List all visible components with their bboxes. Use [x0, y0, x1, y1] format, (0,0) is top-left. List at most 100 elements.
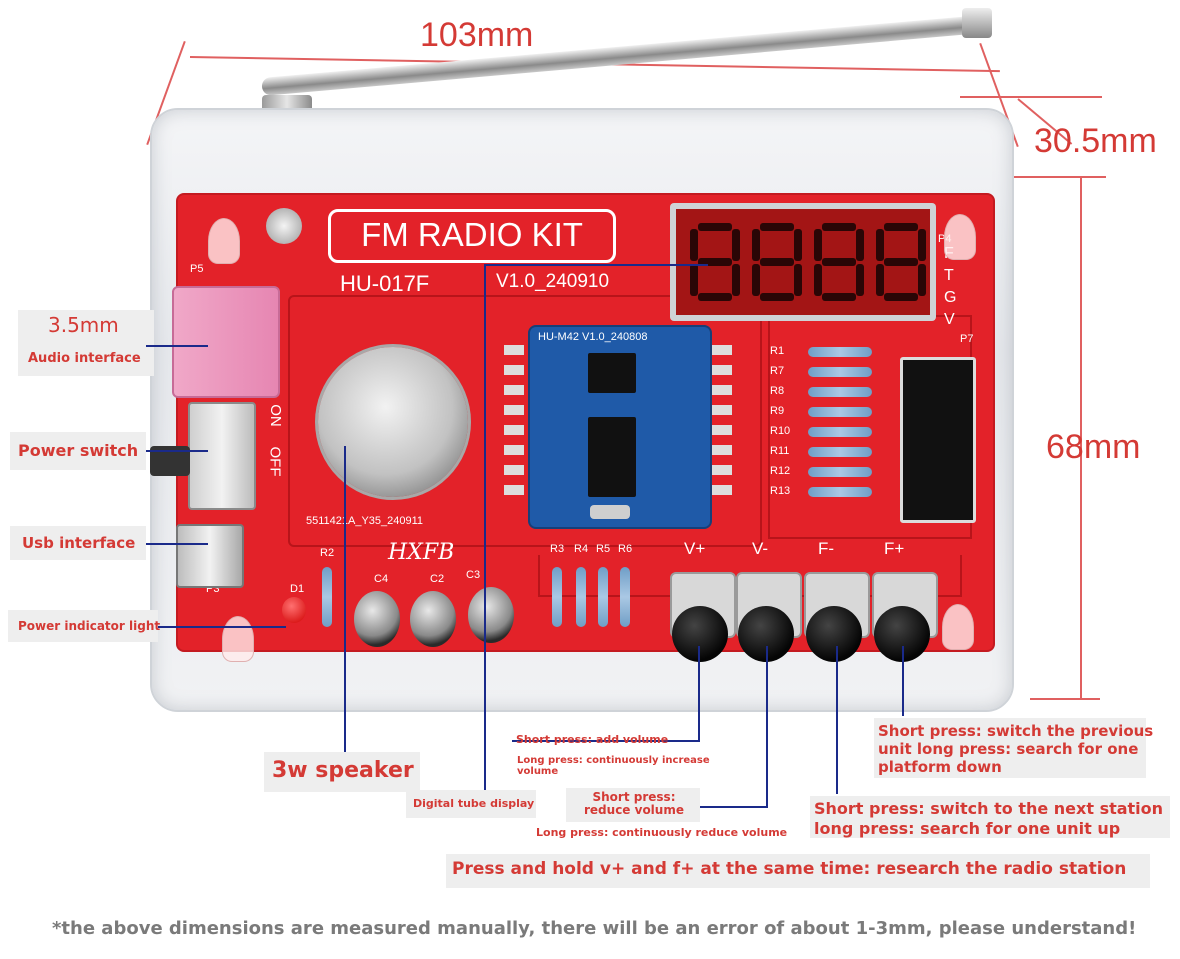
vminus-callout-box	[566, 788, 700, 822]
button-label-vplus: V+	[684, 539, 706, 558]
display-callout: Digital tube display	[413, 797, 535, 810]
fplus-callout-box	[810, 796, 1170, 838]
label-c4: C4	[374, 573, 389, 585]
depth-tick-top	[960, 96, 1102, 98]
fm-module: HU-M42 V1.0_240808	[528, 325, 712, 529]
reset-note: Press and hold v+ and f+ at the same tim…	[452, 859, 1127, 879]
vplus-leader-horizontal	[512, 740, 700, 742]
display-digit-2	[752, 223, 802, 301]
fminus-callout-line1: Short press: switch the previous	[878, 722, 1154, 740]
fplus-callout-line2: long press: search for one unit up	[814, 819, 1121, 838]
switch-off-label: OFF	[266, 446, 284, 477]
capacitor-c3	[468, 587, 514, 643]
fminus-callout-line2: unit long press: search for one	[878, 740, 1139, 758]
height-dimension-line	[1080, 178, 1082, 698]
pcb-board: FM RADIO KIT HU-017F V1.0_240910 P5 5511…	[178, 195, 993, 650]
usb-callout: Usb interface	[22, 534, 136, 552]
usb-callout-box	[10, 526, 146, 560]
reset-note-box	[446, 854, 1150, 888]
fplus-callout-line1: Short press: switch to the next station	[814, 799, 1164, 818]
button-fminus[interactable]	[806, 606, 862, 662]
side-letter-g: G	[944, 289, 957, 306]
audio-jack[interactable]	[172, 286, 280, 398]
display-digit-3	[814, 223, 864, 301]
board-version: V1.0_240910	[496, 271, 610, 292]
display-leader-horizontal	[484, 264, 708, 266]
audio-callout-sub: Audio interface	[28, 351, 141, 366]
resistor-r2	[322, 567, 332, 627]
led-callout-box	[8, 610, 158, 642]
module-pins-left	[504, 345, 524, 505]
speaker-callout-box	[264, 752, 420, 792]
height-tick-bottom	[1030, 698, 1100, 700]
led-leader-line	[158, 626, 286, 628]
button-vplus[interactable]	[672, 606, 728, 662]
side-letter-t: T	[944, 267, 954, 284]
label-p5: P5	[190, 263, 204, 275]
board-brand: HXFB	[388, 540, 455, 565]
label-r7: R7	[770, 365, 785, 377]
button-label-fminus: F-	[818, 539, 835, 558]
board-model: HU-017F	[340, 271, 430, 296]
corner-led-bottom-left	[222, 616, 254, 662]
label-r1: R1	[770, 345, 785, 357]
label-r2: R2	[320, 547, 335, 559]
button-label-fplus: F+	[884, 539, 905, 558]
board-title: FM RADIO KIT	[361, 216, 583, 253]
audio-leader-line	[146, 345, 208, 347]
vplus-leader-vertical	[698, 646, 700, 740]
speaker-callout: 3w speaker	[272, 758, 414, 783]
footnote: *the above dimensions are measured manua…	[52, 918, 1137, 939]
fminus-leader-line	[836, 646, 838, 794]
audio-callout-box	[18, 310, 154, 376]
resistor-bank-right: R1 R7 R8 R9 R10 R11 R12 R13	[770, 345, 890, 515]
fminus-callout-box	[874, 718, 1146, 778]
power-led	[282, 597, 306, 623]
label-r6: R6	[618, 543, 633, 555]
switch-leader-line	[146, 450, 208, 452]
label-r3: R3	[550, 543, 565, 555]
vminus-short-callout: Short press: reduce volume	[584, 790, 684, 817]
seven-segment-display	[670, 203, 936, 321]
screw	[266, 208, 302, 244]
side-letter-v: V	[944, 311, 955, 328]
power-led-callout: Power indicator light	[18, 619, 161, 633]
module-pins-right	[712, 345, 732, 505]
width-dimension-label: 103mm	[420, 16, 534, 54]
power-switch[interactable]	[150, 402, 256, 510]
capacitor-c4	[354, 591, 400, 647]
label-c3: C3	[466, 569, 481, 581]
module-label: HU-M42 V1.0_240808	[538, 331, 648, 343]
label-c2: C2	[430, 573, 445, 585]
height-dimension-label: 68mm	[1046, 428, 1141, 466]
capacitor-c2	[410, 591, 456, 647]
usb-leader-line	[146, 543, 208, 545]
display-leader-vertical	[484, 266, 486, 790]
label-r12: R12	[770, 465, 791, 477]
label-r11: R11	[770, 445, 790, 457]
power-switch-callout: Power switch	[18, 441, 139, 460]
corner-led-top-right	[944, 214, 976, 260]
label-r13: R13	[770, 485, 791, 497]
usb-port[interactable]	[176, 524, 244, 588]
label-r9: R9	[770, 405, 785, 417]
ic-chip	[900, 357, 976, 523]
depth-dimension-label: 30.5mm	[1034, 122, 1157, 160]
vminus-long-callout: Long press: continuously reduce volume	[536, 826, 788, 839]
vminus-leader-horizontal	[700, 806, 768, 808]
switch-on-label: ON	[266, 404, 284, 427]
display-digit-4	[876, 223, 926, 301]
speaker	[318, 347, 468, 497]
board-serial: 5511421A_Y35_240911	[306, 515, 424, 527]
board-title-box: FM RADIO KIT	[328, 209, 616, 263]
label-r8: R8	[770, 385, 785, 397]
button-label-vminus: V-	[752, 539, 769, 558]
fplus-leader-line	[902, 646, 904, 716]
label-d1: D1	[290, 583, 305, 595]
switch-callout-box	[10, 432, 146, 470]
label-r10: R10	[770, 425, 791, 437]
vplus-short-callout: Short press: add volume	[516, 733, 669, 746]
audio-callout-title: 3.5mm	[48, 313, 119, 337]
antenna	[261, 8, 1002, 120]
corner-led-top-left	[208, 218, 240, 264]
